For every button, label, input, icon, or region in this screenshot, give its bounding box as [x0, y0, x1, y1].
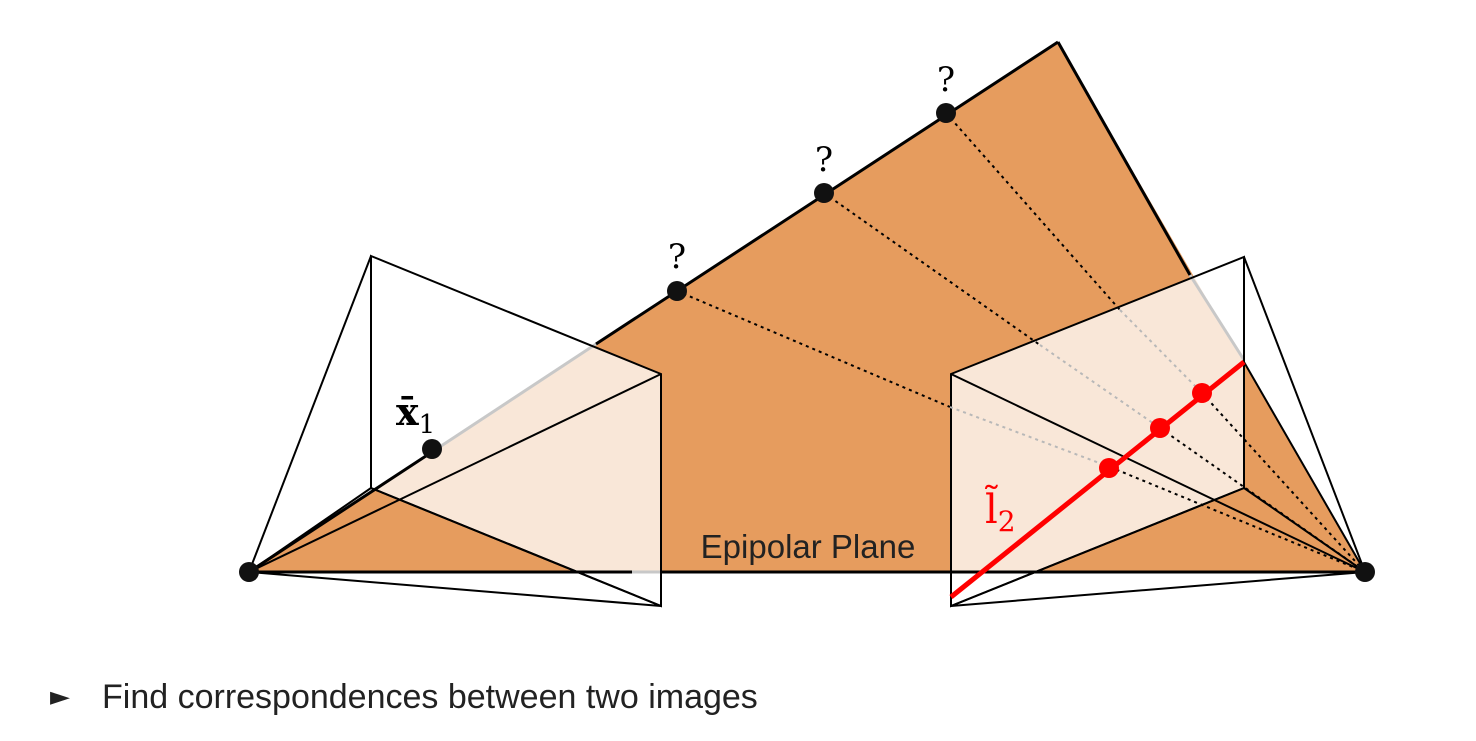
question-mark: ?: [815, 140, 833, 180]
epipolar-line-point: [1150, 418, 1170, 438]
epipolar-line-point: [1192, 383, 1212, 403]
plane-edge-right: [1056, 41, 1192, 276]
epipolar-line: [949, 360, 1246, 599]
bullet-text: Find correspondences between two images: [102, 677, 758, 716]
epipolar-line-label-sub: 2: [998, 505, 1016, 538]
epipolar-plane-label: Epipolar Plane: [701, 528, 916, 565]
candidate-rays: [676, 112, 1366, 573]
point-label-main: x̄: [396, 389, 419, 434]
plane-edge-behind-right: [1188, 274, 1246, 361]
left-camera-center: [239, 562, 259, 582]
candidate-point: [936, 103, 956, 123]
candidate-point: [814, 183, 834, 203]
right-camera-frustum: [950, 255, 1366, 608]
question-mark: ?: [937, 60, 955, 100]
image-point-x1: [422, 439, 442, 459]
left-camera-frustum: [248, 254, 662, 608]
plane-edge-right-lower: [1243, 361, 1366, 573]
epipolar-line-point: [1099, 458, 1119, 478]
bullet-item: ► Find correspondences between two image…: [50, 672, 758, 722]
epipolar-geometry-diagram: ? ? ? x̄1 l̃2 Epipolar Plane: [239, 40, 1375, 608]
point-label-sub: 1: [419, 410, 436, 440]
left-image-plane: [371, 256, 661, 606]
epipolar-line-label: l̃2: [984, 484, 1015, 538]
point-label-x1: x̄1: [396, 389, 435, 440]
epipolar-line-label-main: l̃: [984, 484, 998, 533]
plane-edge-behind-left: [431, 342, 597, 454]
question-mark: ?: [668, 237, 686, 277]
bullet-marker-icon: ►: [50, 682, 70, 712]
right-camera-center: [1355, 562, 1375, 582]
right-image-plane: [951, 257, 1244, 606]
candidate-point: [667, 281, 687, 301]
